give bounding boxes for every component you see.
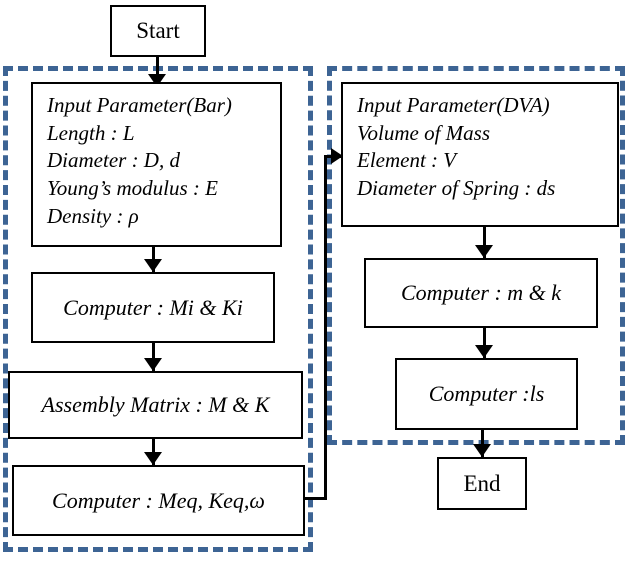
node-input-parameter-bar[interactable]: Input Parameter(Bar) Length : L Diameter… <box>31 82 282 247</box>
input-dva-line-3: Element : V <box>357 148 457 173</box>
node-computer-meq-keq-omega[interactable]: Computer : Meq, Keq,ω <box>12 465 305 536</box>
node-end-label: End <box>463 470 501 496</box>
edge-start-to-input-bar-line <box>156 57 159 87</box>
group-dva-dashed-box <box>327 66 625 445</box>
input-dva-line-1: Input Parameter(DVA) <box>357 93 550 117</box>
node-end[interactable]: End <box>437 457 527 510</box>
input-dva-line-4: Diameter of Spring : ds <box>357 176 556 201</box>
input-dva-line-2: Volume of Mass <box>357 120 490 145</box>
edge-m-k-to-ls-arrow <box>475 345 493 358</box>
edge-meq-to-dva-seg-up <box>324 155 327 500</box>
edge-dva-to-m-k-arrow <box>475 245 493 258</box>
node-computer-ls[interactable]: Computer :ls <box>395 358 578 430</box>
input-bar-line-3: Diameter : D, d <box>47 148 180 173</box>
node-computer-meq-keq-omega-label: Computer : Meq, Keq,ω <box>52 487 265 513</box>
input-bar-line-2: Length : L <box>47 120 135 145</box>
input-bar-line-1: Input Parameter(Bar) <box>47 93 232 117</box>
node-computer-mi-ki[interactable]: Computer : Mi & Ki <box>31 272 275 343</box>
edge-mi-ki-to-assembly-arrow <box>144 358 162 371</box>
edge-assembly-to-meq-arrow <box>144 452 162 465</box>
edge-m-k-to-ls-line <box>483 328 486 358</box>
edge-meq-to-dva-arrow <box>331 148 343 164</box>
edge-dva-to-m-k-line <box>483 227 486 258</box>
node-start-label: Start <box>136 18 180 43</box>
edge-ls-to-end-arrow <box>473 444 491 457</box>
node-input-parameter-dva[interactable]: Input Parameter(DVA) Volume of Mass Elem… <box>341 82 619 227</box>
edge-meq-to-dva-seg-right <box>305 497 327 500</box>
node-assembly-matrix-label: Assembly Matrix : M & K <box>41 392 270 417</box>
node-computer-m-k[interactable]: Computer : m & k <box>364 258 598 328</box>
edge-input-bar-to-mi-ki-arrow <box>144 259 162 272</box>
node-computer-mi-ki-label: Computer : Mi & Ki <box>63 294 243 320</box>
input-bar-line-5: Density : ρ <box>47 203 139 228</box>
node-computer-m-k-label: Computer : m & k <box>400 280 562 305</box>
input-bar-line-4: Young’s modulus : E <box>47 176 218 201</box>
node-assembly-matrix[interactable]: Assembly Matrix : M & K <box>8 371 303 439</box>
node-computer-ls-label: Computer :ls <box>428 381 545 406</box>
node-start[interactable]: Start <box>110 5 206 57</box>
edge-mi-ki-to-assembly-line <box>152 343 155 371</box>
